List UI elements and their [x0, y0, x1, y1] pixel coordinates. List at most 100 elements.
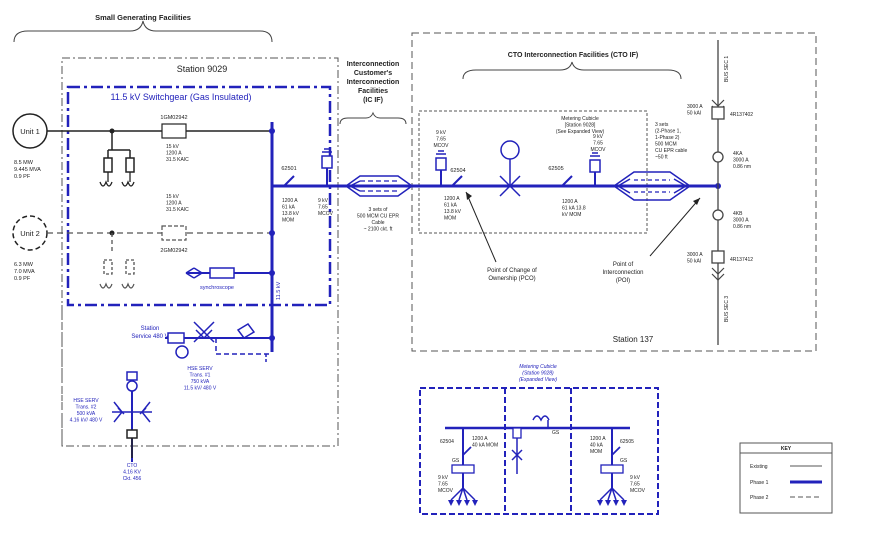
ic-if-title-line: (IC IF) [363, 97, 383, 104]
exp-title-line: Metering Cubicle [519, 364, 557, 370]
breaker2-id: 2GM02942 [160, 248, 187, 254]
hse-serv2-label-line: HSE SERV [73, 398, 99, 404]
sw62501-specs-line: 1200 A [282, 198, 298, 204]
pco-arrowhead [466, 192, 472, 200]
exp-left-arr-line: 7.65 [438, 482, 448, 488]
exp-left-arrestor[interactable] [451, 464, 475, 474]
metering-ct[interactable] [499, 175, 521, 197]
station-9029-boundary [61, 57, 339, 447]
arr2-body[interactable] [435, 157, 447, 171]
unit2-pt-b[interactable] [125, 259, 135, 275]
station-137-title: Station 137 [613, 335, 654, 344]
exp-right-gs: GS [620, 458, 628, 464]
unit2-label: Unit 2 [20, 229, 40, 238]
hse-serv2-breaker[interactable] [126, 371, 138, 381]
exp-mid-cap[interactable] [512, 427, 522, 439]
hse-serv1-label-line: 11.5 kV/ 480 V [184, 386, 217, 392]
sw62501-specs-line: 61 kA [282, 205, 295, 211]
sw62504-id: 62504 [450, 168, 465, 174]
key-box [739, 442, 833, 514]
poi-label-line: (POI) [616, 278, 630, 284]
cable2-label-line: (2-Phase 1, [655, 129, 681, 135]
unit1-ground-coils [99, 180, 135, 187]
exp-ct-coils [532, 415, 550, 422]
exp-right-arrestor[interactable] [600, 464, 624, 474]
cable1-label-line: 3 sets of [369, 207, 389, 213]
arr1-specs-line: 7.65 [318, 205, 328, 211]
unit1-pt-a[interactable] [103, 157, 113, 173]
exp-left-gs: GS [452, 458, 460, 464]
hse-serv2-label-line: 4.16 kV/ 480 V [70, 418, 103, 424]
exp-right-arr-line: 7.65 [630, 482, 640, 488]
exp-mid-ct[interactable] [511, 449, 523, 461]
breaker2-icon[interactable] [161, 225, 187, 241]
cable1-label-line: ~ 2100 ckt. ft [364, 227, 393, 233]
service-breaker[interactable] [167, 332, 185, 344]
exp-right-specs-line: 40 kA [590, 443, 603, 449]
exp-left-switch[interactable] [462, 446, 472, 456]
ct-top-icon[interactable] [712, 151, 724, 163]
bkr-bot-specs-line: 50 kAI [687, 259, 701, 265]
exp-title-line: (Station 9028) [522, 371, 554, 377]
unit1-pt-b[interactable] [125, 157, 135, 173]
ic-if-title-line: Interconnection [347, 79, 400, 86]
exp-left-fan [450, 487, 476, 501]
exp-right-id: 62505 [620, 439, 634, 445]
synchroscope-unit[interactable] [209, 267, 235, 279]
cto-breaker[interactable] [126, 429, 138, 439]
hse-serv1-label-line: Trans. #1 [190, 373, 211, 379]
breaker1-specs-line: 1200 A [166, 151, 182, 157]
bkr-bot-specs-line: 3000 A [687, 252, 703, 258]
cable1-label-line: 500 MCM CU EPR [357, 214, 399, 220]
ic-if-title-line: Customer's [354, 70, 392, 77]
exp-left-specs-line: 1200 A [472, 436, 488, 442]
exp-right-switch[interactable] [611, 446, 621, 456]
hse-serv2-label-line: 500 kVA [77, 411, 96, 417]
poi-label-line: Interconnection [602, 270, 643, 276]
bkr-top-icon[interactable] [711, 106, 725, 120]
exp-left-arr-line: 9 kV [438, 475, 449, 481]
service-arrestor[interactable] [236, 323, 256, 339]
arr3-body[interactable] [589, 159, 601, 173]
switchgear-boundary [66, 85, 332, 307]
cto-feed-label-line: 4.16 KV [123, 470, 141, 476]
station-137-boundary [411, 32, 817, 352]
hse-serv1-transformer[interactable] [193, 321, 215, 343]
metering-vt[interactable] [500, 140, 520, 160]
bkr-bot-icon[interactable] [711, 250, 725, 264]
unit2-pt-a[interactable] [103, 259, 113, 275]
arr2-specs-line: 9 kV [436, 130, 447, 136]
ct-bot-icon[interactable] [712, 209, 724, 221]
ct-top-label-line: 3000 A [733, 158, 749, 164]
arr1-body[interactable] [321, 155, 333, 169]
cto-cable-arrows [612, 171, 692, 201]
sw62504-specs-line: 13.8 kV [444, 209, 462, 215]
hse-serv2-meter[interactable] [126, 380, 138, 392]
exp-right-fan [599, 487, 625, 501]
sw62505-specs-line: kV MOM [562, 212, 581, 218]
service-ct[interactable] [175, 345, 189, 359]
arr2-ground [436, 150, 446, 155]
arr1-specs-line: 9 kV [318, 198, 329, 204]
sw62501-switch[interactable] [283, 175, 295, 187]
cto-cable-dash [634, 179, 670, 193]
breaker1-icon[interactable] [161, 123, 187, 139]
unit1-label: Unit 1 [20, 127, 40, 136]
sw62504-switch[interactable] [451, 175, 463, 187]
station-9029-title: Station 9029 [177, 64, 228, 74]
sw62505-switch[interactable] [561, 175, 573, 187]
exp-title: Metering Cubicle(Station 9028)(Expanded … [519, 364, 557, 383]
breaker2-specs-line: 31.5 KAIC [166, 207, 189, 213]
station-service-label-line: Service 480 V [131, 334, 168, 340]
bus-sec3-label: BUS SEC 3 [724, 296, 730, 322]
